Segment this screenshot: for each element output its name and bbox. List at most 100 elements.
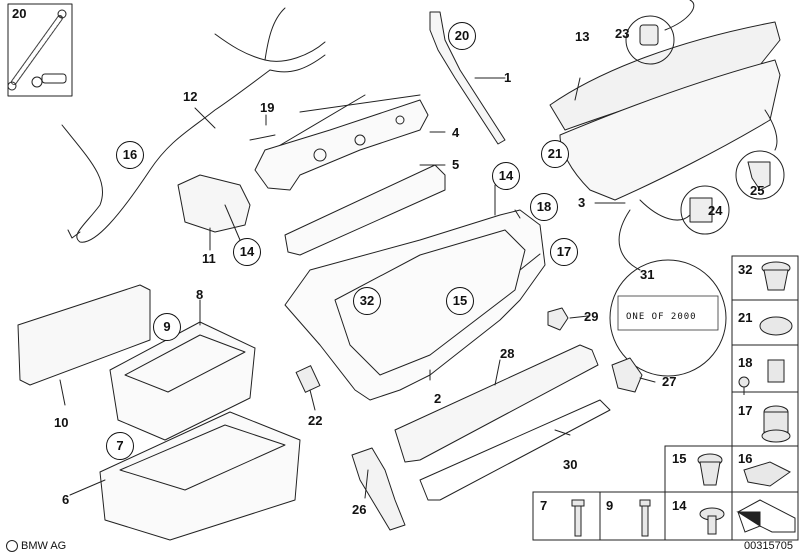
leader-26 [364, 469, 369, 499]
spring-inset-box [7, 3, 73, 97]
callout-14-circled-a: 14 [233, 238, 261, 266]
callout-1: 1 [504, 70, 512, 85]
bolt-19 [249, 134, 276, 141]
table-label-16: 16 [738, 451, 753, 466]
table-label-32: 32 [738, 262, 753, 277]
parts-table-grid [532, 255, 799, 541]
callout-20-inset: 20 [12, 6, 27, 21]
leader-22 [309, 389, 316, 411]
callout-29: 29 [584, 309, 599, 324]
leader-27 [639, 377, 656, 383]
callout-16-circled: 16 [116, 141, 144, 169]
callout-14-circled-b: 14 [492, 162, 520, 190]
detail-circle-23 [625, 15, 675, 65]
table-label-7: 7 [540, 498, 548, 513]
logo-text: BMW AG [21, 540, 67, 552]
rod-19 [271, 94, 366, 151]
callout-19: 19 [260, 100, 275, 115]
callout-2: 2 [434, 391, 442, 406]
glovebox-frame-2 [284, 209, 546, 401]
callout-9-circled: 9 [153, 313, 181, 341]
lid-inner-3 [559, 59, 781, 201]
callout-23: 23 [615, 26, 630, 41]
callout-10: 10 [54, 415, 69, 430]
glovebox-opening [334, 229, 526, 376]
leader-17 [519, 253, 541, 271]
callout-12: 12 [183, 89, 198, 104]
table-label-15: 15 [672, 451, 687, 466]
cable-harness-branch [264, 7, 286, 61]
detail-circle-24 [680, 185, 730, 235]
callout-11: 11 [202, 251, 216, 266]
callout-30: 30 [563, 457, 578, 472]
table-label-21: 21 [738, 310, 753, 325]
leader-24 [639, 199, 691, 221]
bracket-4 [254, 99, 429, 191]
tray-6-inner [119, 424, 286, 491]
latch-11 [177, 174, 251, 233]
grommet-17-icon [761, 405, 791, 443]
callout-22: 22 [308, 413, 323, 428]
badge-text: ONE OF 2000 [626, 312, 697, 322]
leader-31 [618, 209, 641, 271]
plug-21-icon [759, 316, 793, 336]
callout-25: 25 [750, 183, 765, 198]
leader-13 [574, 77, 581, 101]
badge-plate [617, 295, 719, 331]
callout-8: 8 [196, 287, 204, 302]
callout-15-circled: 15 [446, 287, 474, 315]
leader-29 [569, 315, 589, 319]
callout-6: 6 [62, 492, 70, 507]
table-label-17: 17 [738, 403, 753, 418]
footer-logo: BMW AG [6, 540, 67, 553]
leader-6 [69, 479, 106, 496]
spring-icon [7, 9, 67, 91]
clip-16-icon [743, 461, 791, 487]
table-label-9: 9 [606, 498, 614, 513]
table-label-18: 18 [738, 355, 753, 370]
leader-12 [194, 107, 216, 129]
nut-18-icon [738, 359, 785, 395]
leader-14a [224, 204, 241, 241]
screw-7-icon [571, 499, 585, 537]
bracket-27 [611, 357, 643, 393]
cable-harness-branch-2 [269, 54, 326, 73]
screw-9-icon [639, 499, 651, 537]
rod-19b [299, 94, 421, 113]
callout-21-circled: 21 [541, 140, 569, 168]
reference-number: 00315705 [744, 540, 793, 552]
callout-32-circled: 32 [353, 287, 381, 315]
arrow-symbol-icon [736, 499, 796, 533]
callout-20-circled: 20 [448, 22, 476, 50]
leader-18 [514, 209, 521, 219]
callout-7-circled: 7 [106, 432, 134, 460]
screw-14-icon [699, 507, 725, 535]
bowden-cable-12 [61, 69, 271, 243]
callout-31: 31 [640, 267, 655, 282]
callout-18-circled: 18 [530, 193, 558, 221]
callout-3: 3 [578, 195, 586, 210]
callout-28: 28 [500, 346, 515, 361]
clip-32-icon [761, 261, 791, 291]
leader-28 [494, 359, 501, 386]
badge-detail-circle-31 [609, 259, 727, 377]
callout-5: 5 [452, 157, 460, 172]
callout-4: 4 [452, 125, 460, 140]
callout-24: 24 [708, 203, 723, 218]
detail-circle-25 [735, 150, 785, 200]
hinge-26 [351, 447, 406, 531]
tray-6 [99, 411, 301, 541]
callout-13: 13 [575, 29, 590, 44]
panel-10 [17, 284, 151, 386]
rail-28 [394, 344, 599, 463]
leader-25 [764, 109, 778, 151]
table-label-14: 14 [672, 498, 687, 513]
callout-26: 26 [352, 502, 367, 517]
leader-30 [554, 429, 571, 436]
leader-10 [59, 379, 66, 406]
rail-30 [419, 399, 611, 501]
hinge-arm-1 [429, 11, 506, 145]
spring-pin-icon [31, 73, 67, 88]
